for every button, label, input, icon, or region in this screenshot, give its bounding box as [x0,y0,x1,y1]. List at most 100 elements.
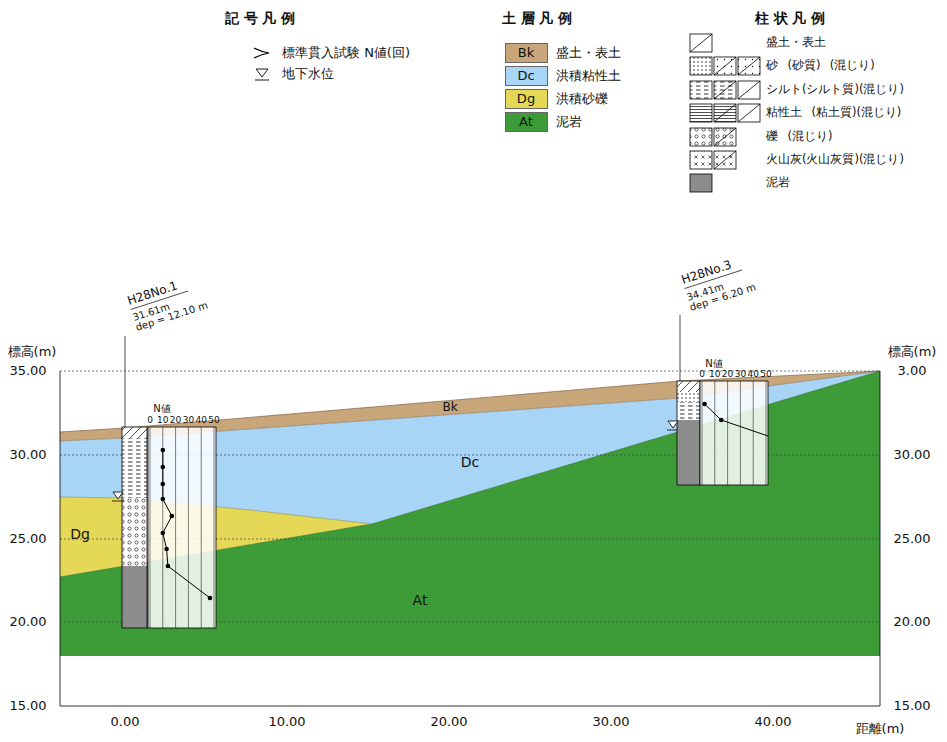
n-value-grid [702,381,766,485]
n-value-grid [702,381,766,485]
hatch-fill [690,57,712,75]
n-value-tick: 10 [709,369,720,379]
n-value-tick: 0 [699,369,705,379]
tick-label: 15.00 [893,699,930,714]
water-level-symbol [667,430,677,431]
hatch-sample [690,104,712,122]
n-value-point [161,531,166,536]
legend-text: 洪積粘性土 [556,69,621,84]
legend-text: 泥岩 [556,115,582,130]
layer-label: Dg [70,526,90,542]
n-value-grid [150,427,214,628]
hatch-fill [714,57,736,75]
legend-text: 盛土・表土 [556,46,621,61]
tick-label: 15.00 [9,699,46,714]
layer-label: Dc [461,454,479,470]
n-value-tick: 0 [147,415,153,425]
n-value-point [164,547,169,552]
n-value-box [700,381,768,485]
hatch-fill [690,174,712,192]
layer-code: Dc [517,69,534,84]
layer-code: Bk [518,46,534,61]
tick-label: 30.00 [592,715,629,730]
n-value-point [161,482,166,487]
n-value-point [161,448,213,601]
water-level-symbol [667,421,678,430]
hatch-sample [738,81,760,99]
n-value-point [161,497,166,502]
spt-symbol [254,48,269,58]
n-value-tick: 50 [760,369,771,379]
borehole-name: H28No.3 [680,258,734,287]
silt-hatch [122,438,147,498]
n-value-tick: 40 [747,369,758,379]
tick-label: 25.00 [893,532,930,547]
n-value-plot [163,450,210,598]
n-value-box [148,427,216,628]
legend-text: 地下水位 [282,67,334,82]
n-value-point [161,465,166,470]
tick-label: 20.00 [9,615,46,630]
water-level-symbol [255,69,269,80]
hatch-fill [714,104,736,122]
n-value-tick: 30 [735,369,746,379]
water-level-symbol [112,492,124,501]
mudstone-hatch [677,420,700,485]
tick-label: 30.00 [893,448,930,463]
n-value-title: N値 [705,358,722,370]
tick-label: 35.00 [9,364,46,379]
hatch-sample [714,104,736,122]
sand-hatch [677,392,700,402]
hatch-sample [714,81,736,99]
hatch-slash [738,81,760,99]
n-value-tick: 20 [722,369,733,379]
water-level-symbol [112,501,124,502]
tick-label: 30.00 [9,448,46,463]
legend-text: 粘性土 (粘土質)(混じり) [766,106,901,119]
leader-line [125,336,126,427]
tick-label: 10.00 [268,715,305,730]
hatch-sample [690,57,712,75]
leader-line [680,315,681,381]
hatch-fill [714,128,736,146]
axis-title: 距離(m) [856,722,905,737]
axis-frame [60,371,880,706]
borehole-log [112,291,216,628]
legend-text: 盛土・表土 [766,36,826,49]
hatch-fill [690,81,712,99]
spt-symbol [254,48,269,58]
hatch-slash [714,57,736,75]
legend-heading: 記 号 凡 例 [225,10,296,26]
water-level-symbol [113,492,123,499]
hatch-sample [738,57,760,75]
water-level-symbol [255,80,269,81]
n-value-tick: 20 [170,415,181,425]
n-value-tick: 50 [208,415,219,425]
tick-label: 20.00 [893,615,930,630]
n-value-point [702,402,707,407]
borehole-log [667,270,768,485]
hatch-fill [690,128,712,146]
hatch-slash [738,104,760,122]
hatch-slash [714,128,736,146]
n-value-grid [150,427,214,628]
n-value-title: N値 [153,403,170,415]
layer-label: Bk [442,401,457,415]
tick-label: 3.00 [898,364,927,379]
log-column [122,427,147,628]
layer-code: Dg [517,92,535,107]
legend-heading: 柱 状 凡 例 [755,10,826,26]
hatch-sample [690,34,712,52]
legend-text: 砂 (砂質) (混じり) [766,59,875,72]
gravel-hatch [122,498,147,566]
water-level-symbol [256,69,268,77]
hatch-slash [738,57,760,75]
hatch-sample [714,57,736,75]
hatch-fill [714,81,736,99]
fill-hatch [677,381,700,392]
hatch-sample [714,151,736,169]
n-value-point [161,448,166,453]
legend-text: 洪積砂礫 [556,92,608,107]
